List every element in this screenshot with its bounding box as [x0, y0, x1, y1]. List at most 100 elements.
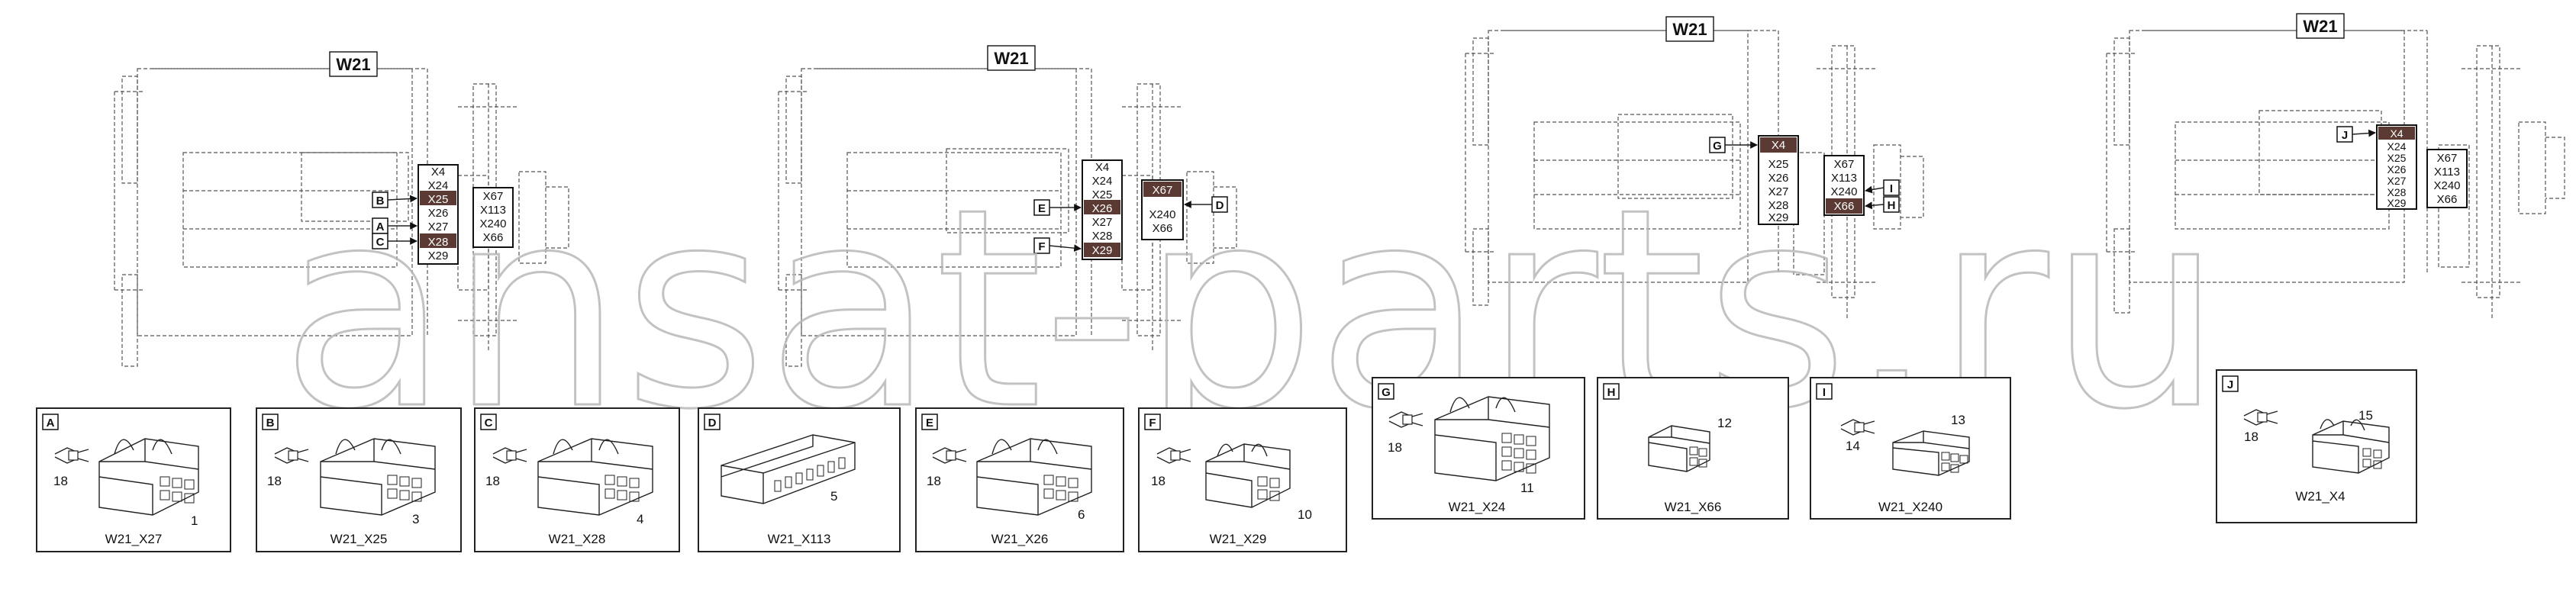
svg-text:X66: X66 — [1834, 200, 1855, 213]
svg-text:X67: X67 — [1834, 158, 1855, 171]
svg-text:W21: W21 — [994, 49, 1028, 68]
svg-text:F: F — [1149, 417, 1156, 430]
svg-text:X4: X4 — [1772, 139, 1785, 152]
connector-block-left: X4 X24 X25 X26 X27 X28 X29 — [1082, 159, 1123, 260]
highlight-x29 — [1084, 243, 1120, 257]
svg-text:X26: X26 — [1768, 172, 1789, 185]
connector-block-right: X67 X240 X66 — [1141, 179, 1184, 240]
terminal-pin-icon — [1840, 419, 1875, 436]
svg-text:W21: W21 — [336, 55, 370, 74]
svg-text:G: G — [1381, 386, 1391, 399]
highlight-x25 — [420, 191, 456, 205]
detail-panel-e: E 18 6 W21_X26 — [915, 407, 1124, 552]
callout-g: G — [1709, 137, 1758, 153]
detail-panel-c: C 18 4 W21_X28 — [474, 407, 680, 552]
detail-panels: A 18 1 W21_X27 B — [36, 369, 2417, 552]
connector-block-left: X4 X25 X26 X27 X28 X29 — [1758, 135, 1799, 225]
svg-text:3: 3 — [412, 512, 419, 526]
svg-text:X29: X29 — [1092, 244, 1113, 257]
svg-text:X28: X28 — [428, 236, 449, 249]
svg-text:X113: X113 — [1831, 172, 1857, 185]
svg-text:1: 1 — [191, 513, 198, 528]
svg-text:W21_X4: W21_X4 — [2295, 489, 2345, 504]
svg-text:18: 18 — [267, 474, 282, 488]
connector-block-right: X67 X113 X240 X66 — [472, 187, 514, 248]
callout-d: D — [1184, 196, 1228, 213]
highlight-x67 — [1143, 182, 1182, 197]
svg-text:5: 5 — [830, 489, 837, 504]
svg-text:W21_X28: W21_X28 — [549, 532, 606, 546]
svg-text:W21_X29: W21_X29 — [1210, 532, 1267, 546]
svg-text:18: 18 — [53, 474, 68, 488]
svg-text:X67: X67 — [483, 190, 504, 203]
svg-text:A: A — [47, 417, 55, 430]
svg-text:X240: X240 — [2433, 179, 2460, 192]
svg-text:18: 18 — [1151, 474, 1165, 488]
svg-text:W21_X113: W21_X113 — [768, 532, 831, 546]
svg-text:W21: W21 — [2303, 17, 2337, 36]
title-w21: W21 — [329, 51, 378, 77]
svg-text:18: 18 — [485, 474, 500, 488]
connector-housing-icon — [1892, 430, 1970, 476]
svg-text:X25: X25 — [428, 193, 449, 206]
svg-text:W21_X24: W21_X24 — [1449, 500, 1506, 514]
svg-text:J: J — [2342, 129, 2348, 142]
svg-text:X27: X27 — [428, 220, 449, 233]
svg-text:12: 12 — [1717, 416, 1732, 430]
svg-text:X28: X28 — [2387, 186, 2407, 198]
svg-text:X28: X28 — [1768, 199, 1789, 212]
connector-block-right: X67 X113 X240 X66 — [1823, 155, 1865, 216]
terminal-pin-icon — [492, 447, 527, 464]
assembly-view-3: W21 X4 X25 X26 X27 X28 X29 X67 X113 X240… — [1465, 16, 1924, 320]
svg-text:E: E — [1038, 202, 1046, 215]
callout-e: E — [1033, 199, 1082, 216]
callout-a: A — [372, 217, 418, 234]
svg-text:I: I — [1823, 386, 1826, 399]
svg-text:15: 15 — [2358, 408, 2373, 423]
connector-housing-icon — [320, 438, 436, 516]
svg-text:W21_X66: W21_X66 — [1665, 500, 1722, 514]
svg-text:X240: X240 — [479, 217, 506, 230]
svg-text:X240: X240 — [1149, 208, 1175, 221]
assembly-view-1: W21 X4 X24 X25 X26 X27 X28 X29 X67 X113 … — [114, 51, 569, 367]
terminal-pin-icon — [1388, 411, 1423, 428]
svg-text:A: A — [376, 220, 385, 233]
svg-text:C: C — [376, 236, 385, 249]
svg-text:X24: X24 — [1092, 175, 1113, 188]
detail-panel-b: B 18 3 W21_X25 — [256, 407, 462, 552]
svg-text:X66: X66 — [1153, 222, 1173, 235]
title-w21: W21 — [1665, 16, 1714, 42]
svg-text:18: 18 — [1388, 440, 1402, 455]
svg-text:X113: X113 — [2434, 166, 2460, 179]
detail-panel-a: A 18 1 W21_X27 — [36, 407, 231, 552]
svg-text:X25: X25 — [2387, 152, 2407, 164]
terminal-pin-icon — [54, 447, 89, 464]
highlight-x28 — [420, 233, 456, 248]
detail-panel-j: J 18 15 W21_X4 — [2216, 369, 2417, 523]
svg-text:X113: X113 — [480, 204, 506, 217]
connector-housing-icon — [537, 438, 653, 516]
connector-housing-icon — [1205, 443, 1291, 508]
svg-text:W21: W21 — [1672, 20, 1707, 39]
svg-text:X66: X66 — [483, 231, 504, 244]
svg-text:D: D — [708, 417, 717, 430]
svg-text:X27: X27 — [1768, 185, 1789, 198]
svg-text:H: H — [1607, 386, 1616, 399]
callout-b: B — [372, 192, 418, 208]
svg-text:X24: X24 — [428, 179, 449, 192]
highlight-x26 — [1084, 200, 1120, 214]
svg-text:B: B — [376, 195, 385, 208]
highlight-x4 — [2378, 127, 2415, 140]
terminal-pin-icon — [274, 447, 309, 464]
assembly-view-2: W21 X4 X24 X25 X26 X27 X28 X29 X67 X240 … — [778, 45, 1237, 367]
svg-text:X26: X26 — [1092, 202, 1113, 215]
svg-text:X240: X240 — [1830, 185, 1857, 198]
svg-text:G: G — [1713, 140, 1722, 153]
detail-panel-g: G 18 11 W21_X24 — [1372, 377, 1585, 520]
detail-panel-f: F 18 10 W21_X29 — [1138, 407, 1347, 552]
svg-text:X67: X67 — [2437, 152, 2458, 165]
svg-text:X29: X29 — [1768, 211, 1789, 224]
svg-text:X27: X27 — [2387, 175, 2407, 187]
callout-i: I — [1865, 179, 1900, 196]
